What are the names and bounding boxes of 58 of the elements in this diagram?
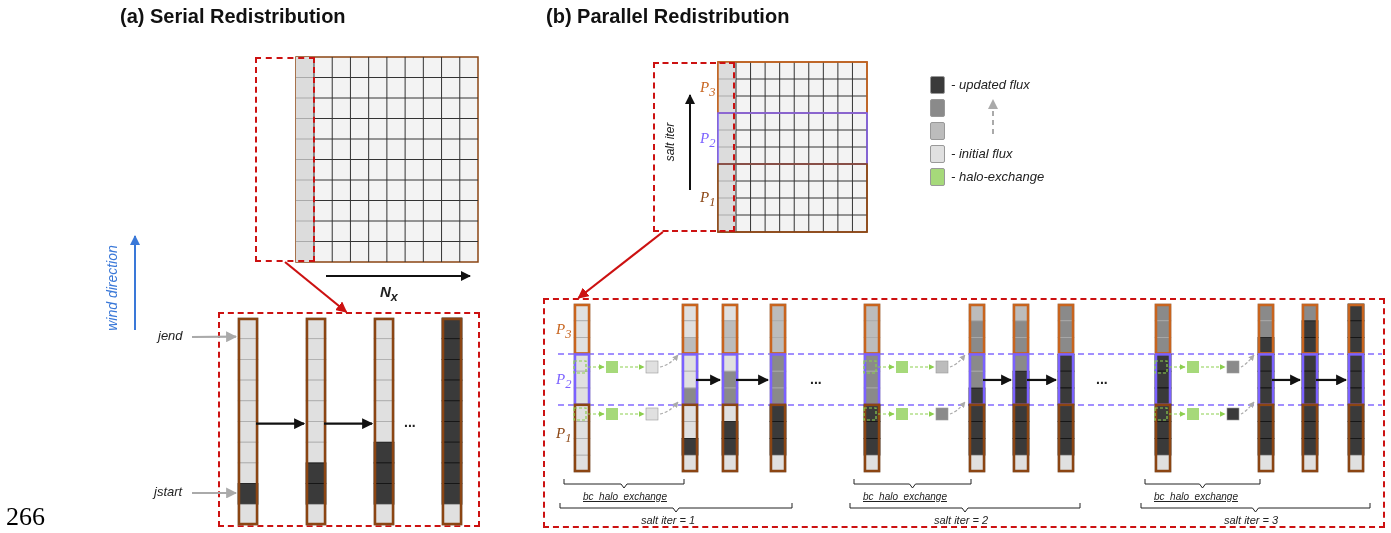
arrow (983, 374, 1013, 386)
partition-label: P$_{3}$ (700, 80, 716, 99)
cell-column (722, 304, 738, 472)
cell-column (1258, 304, 1274, 472)
arrow (736, 374, 770, 386)
step-label: salt iter = 1 (641, 515, 696, 526)
partition-label: P$_{1}$ (700, 190, 716, 209)
axis-label: jend (158, 329, 183, 342)
arrow (192, 487, 238, 499)
cell-column (770, 304, 786, 472)
ellipsis: ... (810, 372, 822, 386)
cell-column (306, 318, 326, 525)
axis-label: wind direction (105, 245, 119, 331)
cell-column (969, 304, 985, 472)
partition-label: P$_{3}$ (556, 322, 572, 341)
arrow (577, 231, 664, 299)
zoom-box (218, 312, 480, 527)
axis-label: salt iter (664, 122, 676, 162)
page-number: 266 (6, 504, 45, 530)
arrow (256, 418, 306, 430)
cell-column (682, 304, 698, 472)
cell-column (442, 318, 462, 525)
partition-label: P$_{1}$ (556, 426, 572, 445)
arrow (1027, 374, 1058, 386)
axis-label: N$_{x}$ (380, 284, 398, 304)
cell-column (238, 318, 258, 525)
partition-label: P$_{2}$ (700, 131, 716, 150)
cell-column (864, 304, 880, 472)
arrow (1272, 374, 1302, 386)
arrow (324, 418, 374, 430)
legend-text: - initial flux (951, 147, 1013, 160)
axis-label: jstart (154, 485, 183, 498)
cell-column (1155, 304, 1171, 472)
step-label: bc_halo_exchange (1154, 492, 1238, 502)
legend-text: - updated flux (951, 78, 1030, 91)
arrow (192, 331, 238, 343)
step-label: bc_halo_exchange (863, 492, 947, 502)
legend-text: - halo-exchange (951, 170, 1045, 183)
cell-column (1302, 304, 1318, 472)
zoom-box (543, 298, 1385, 528)
ellipsis: ... (404, 415, 416, 429)
zoom-box (653, 62, 735, 232)
zoom-box (255, 57, 315, 262)
cell-column (1013, 304, 1029, 472)
ellipsis: ... (1096, 372, 1108, 386)
arrow (696, 374, 722, 386)
panel-title: (a) Serial Redistribution (120, 6, 346, 26)
step-label: salt iter = 3 (1224, 515, 1279, 526)
cell-column (574, 304, 590, 472)
panel-title: (b) Parallel Redistribution (546, 6, 790, 26)
cell-column (374, 318, 394, 525)
partition-label: P$_{2}$ (556, 372, 572, 391)
cell-column (1348, 304, 1364, 472)
step-label: bc_halo_exchange (583, 492, 667, 502)
arrow (1316, 374, 1348, 386)
cell-column (1058, 304, 1074, 472)
step-label: salt iter = 2 (934, 515, 989, 526)
arrow (284, 261, 348, 313)
